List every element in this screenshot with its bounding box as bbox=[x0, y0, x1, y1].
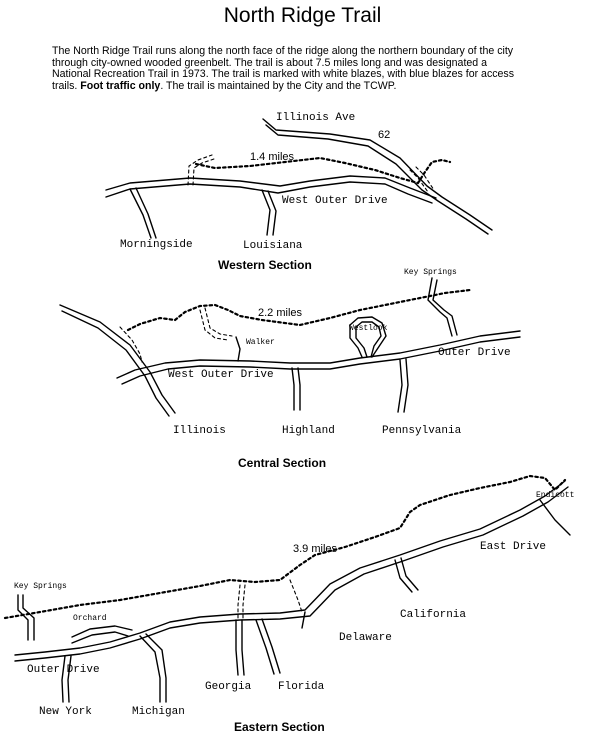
key-springs-label: Key Springs bbox=[404, 268, 457, 277]
central-distance-label: 2.2 miles bbox=[258, 307, 303, 319]
louisiana-road bbox=[261, 189, 271, 236]
michigan-label: Michigan bbox=[132, 706, 185, 718]
california-road bbox=[400, 557, 419, 591]
westlook-loop bbox=[355, 321, 382, 358]
west-outer-drive-road bbox=[121, 336, 521, 385]
florida-road bbox=[255, 619, 275, 675]
new-york-road bbox=[61, 655, 66, 703]
intro-paragraph: The North Ridge Trail runs along the nor… bbox=[52, 45, 522, 92]
michigan-road bbox=[145, 633, 167, 703]
west-outer-drive-road bbox=[105, 175, 437, 199]
page-title: North Ridge Trail bbox=[223, 4, 382, 27]
orchard-road bbox=[71, 631, 129, 644]
central-section-title: Central Section bbox=[238, 456, 326, 470]
morningside-label: Morningside bbox=[120, 239, 193, 251]
california-label: California bbox=[400, 609, 466, 621]
eastern-access-trail bbox=[237, 584, 241, 621]
central-access-trail bbox=[119, 326, 143, 363]
florida-label: Florida bbox=[278, 681, 325, 693]
intro-text: The North Ridge Trail runs along the nor… bbox=[52, 45, 515, 92]
westlook-label: Westlook bbox=[349, 324, 388, 333]
illinois-ave-road bbox=[265, 124, 489, 235]
highland-label: Highland bbox=[282, 425, 335, 437]
west-outer-drive-label: West Outer Drive bbox=[282, 195, 388, 207]
orchard-road bbox=[71, 625, 133, 638]
western-section-map: Illinois Ave 62 1.4 miles West Outer Dri… bbox=[105, 112, 493, 272]
eastern-distance-label: 3.9 miles bbox=[293, 543, 338, 555]
louisiana-road bbox=[267, 190, 277, 236]
louisiana-label: Louisiana bbox=[243, 240, 303, 252]
west-outer-drive-label: West Outer Drive bbox=[168, 369, 274, 381]
illinois-road bbox=[61, 310, 170, 417]
outer-drive-label: Outer Drive bbox=[27, 664, 100, 676]
illinois-ave-road bbox=[262, 118, 493, 231]
eastern-access-trail bbox=[242, 584, 246, 621]
central-access-trail bbox=[199, 309, 229, 341]
georgia-road bbox=[235, 619, 239, 676]
western-trail-path bbox=[194, 156, 452, 185]
central-section-map: Key Springs 2.2 miles Westlook Walker Ou… bbox=[59, 268, 521, 470]
california-road bbox=[394, 559, 413, 593]
michigan-road bbox=[139, 635, 161, 703]
pennsylvania-label: Pennsylvania bbox=[382, 425, 462, 437]
morningside-road bbox=[129, 188, 152, 239]
orchard-label: Orchard bbox=[73, 614, 107, 623]
central-access-trail bbox=[204, 307, 233, 337]
highland-road bbox=[291, 367, 295, 411]
outer-drive-road bbox=[14, 480, 566, 656]
georgia-road bbox=[241, 619, 245, 676]
illinois-road bbox=[59, 304, 176, 414]
key-springs-road bbox=[427, 277, 453, 337]
central-trail-path bbox=[126, 288, 472, 332]
walker-label: Walker bbox=[246, 338, 275, 347]
highland-road bbox=[297, 367, 301, 411]
key-springs-road bbox=[432, 279, 458, 336]
western-distance-label: 1.4 miles bbox=[250, 151, 295, 163]
west-outer-drive-road bbox=[105, 181, 433, 204]
foot-traffic-note: Foot traffic only bbox=[80, 79, 161, 92]
morningside-road bbox=[135, 187, 157, 239]
eastern-access-trail bbox=[289, 579, 303, 613]
west-outer-drive-road bbox=[116, 330, 521, 379]
east-drive-label: East Drive bbox=[480, 541, 546, 553]
pennsylvania-road bbox=[403, 358, 409, 413]
new-york-label: New York bbox=[39, 706, 92, 718]
endicott-road bbox=[539, 499, 571, 536]
outer-drive-label: Outer Drive bbox=[438, 347, 511, 359]
walker-road bbox=[235, 336, 241, 362]
outer-drive-road bbox=[14, 486, 569, 662]
new-york-road bbox=[67, 655, 72, 703]
eastern-section-title: Eastern Section bbox=[234, 720, 325, 734]
delaware-road bbox=[301, 611, 306, 629]
western-access-trail bbox=[192, 158, 215, 186]
intro-text-end: . The trail is maintained by the City an… bbox=[160, 79, 397, 92]
endicott-label: Endicott bbox=[536, 491, 574, 500]
delaware-label: Delaware bbox=[339, 632, 392, 644]
pennsylvania-road bbox=[397, 359, 403, 413]
route-62-label: 62 bbox=[378, 129, 390, 141]
illinois-ave-label: Illinois Ave bbox=[276, 112, 355, 124]
western-section-title: Western Section bbox=[218, 258, 312, 272]
western-access-trail bbox=[187, 154, 213, 186]
key-springs-label: Key Springs bbox=[14, 582, 67, 591]
eastern-section-map: Endicott East Drive 3.9 miles Key Spring… bbox=[3, 474, 574, 734]
illinois-label: Illinois bbox=[173, 425, 226, 437]
florida-road bbox=[261, 618, 281, 674]
westlook-loop bbox=[349, 316, 387, 358]
eastern-trail-path bbox=[3, 474, 567, 620]
georgia-label: Georgia bbox=[205, 681, 252, 693]
